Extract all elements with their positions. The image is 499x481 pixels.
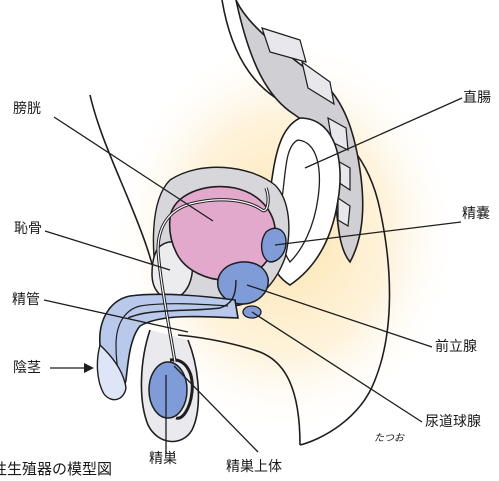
prostate-gland xyxy=(218,262,268,304)
label-vas-deferens: 精管 xyxy=(12,292,40,308)
label-pubic-bone: 恥骨 xyxy=(14,221,42,237)
label-prostate: 前立腺 xyxy=(435,339,477,355)
artist-signature: たつお xyxy=(374,431,404,447)
label-bladder: 膀胱 xyxy=(13,101,41,117)
label-bulbourethral: 尿道球腺 xyxy=(425,414,481,430)
label-testis: 精巣 xyxy=(149,451,177,467)
label-epididymis: 精巣上体 xyxy=(226,459,282,475)
label-penis: 陰茎 xyxy=(13,360,41,376)
diagram-caption: 性生殖器の模型図 xyxy=(0,461,112,477)
testis-organ xyxy=(149,362,187,418)
label-rectum: 直腸 xyxy=(463,90,491,106)
penis-arrow-head xyxy=(84,363,94,373)
label-seminal-vesicle: 精嚢 xyxy=(462,206,490,222)
